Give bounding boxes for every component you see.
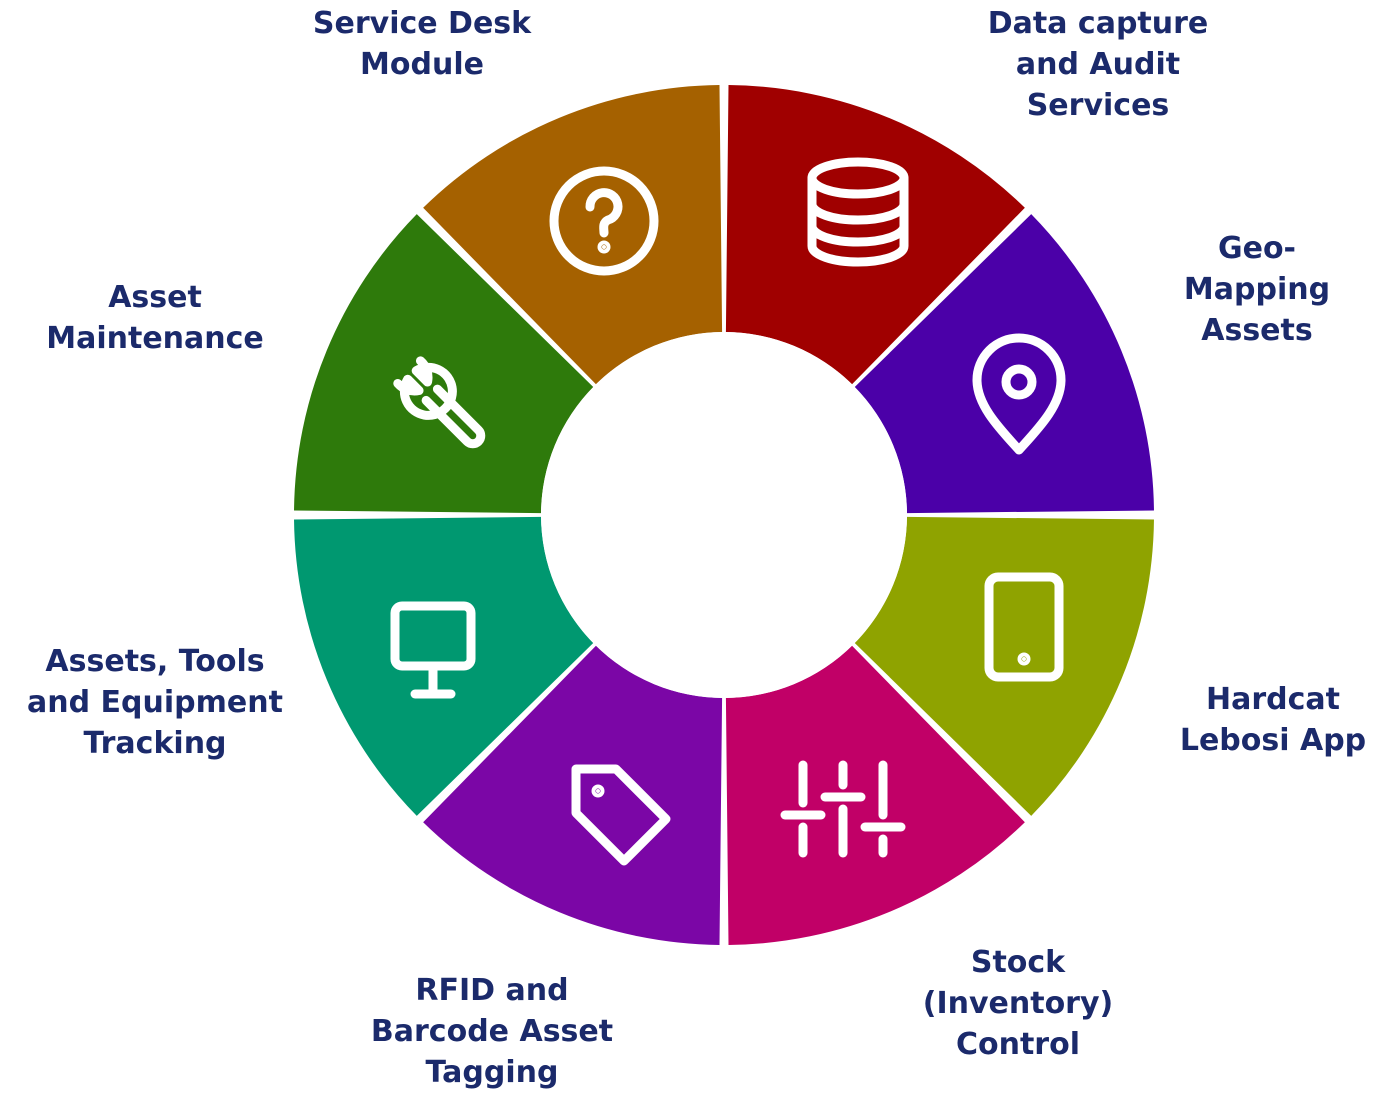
label-geo-mapping: Geo- Mapping Assets [1183, 231, 1331, 348]
segment-data-capture [725, 85, 1025, 385]
label-data-capture: Data capture and Audit Services [987, 6, 1209, 123]
monitor-icon [390, 601, 476, 699]
tablet-icon [984, 572, 1064, 682]
label-asset-maintenance: Asset Maintenance [46, 280, 264, 356]
question-icon [549, 166, 659, 276]
label-stock-control: Stock (Inventory) Control [922, 945, 1114, 1062]
tag-icon [571, 764, 671, 866]
label-hardcat-app: Hardcat Lebosi App [1179, 682, 1367, 758]
segment-service-desk [423, 85, 723, 385]
label-asset-tracking: Assets, Tools and Equipment Tracking [27, 644, 283, 761]
center-hole [541, 332, 907, 698]
sliders-icon [780, 760, 906, 858]
wrench-icon [393, 356, 486, 449]
segment-stock-control [725, 645, 1025, 945]
database-icon [807, 157, 909, 267]
segment-geo-mapping [854, 214, 1154, 514]
label-service-desk: Service Desk Module [312, 6, 532, 82]
map-pin-icon [972, 333, 1066, 455]
segment-asset-maintenance [294, 214, 594, 514]
segment-hardcat-app [854, 516, 1154, 816]
label-rfid-tagging: RFID and Barcode Asset Tagging [370, 973, 614, 1090]
